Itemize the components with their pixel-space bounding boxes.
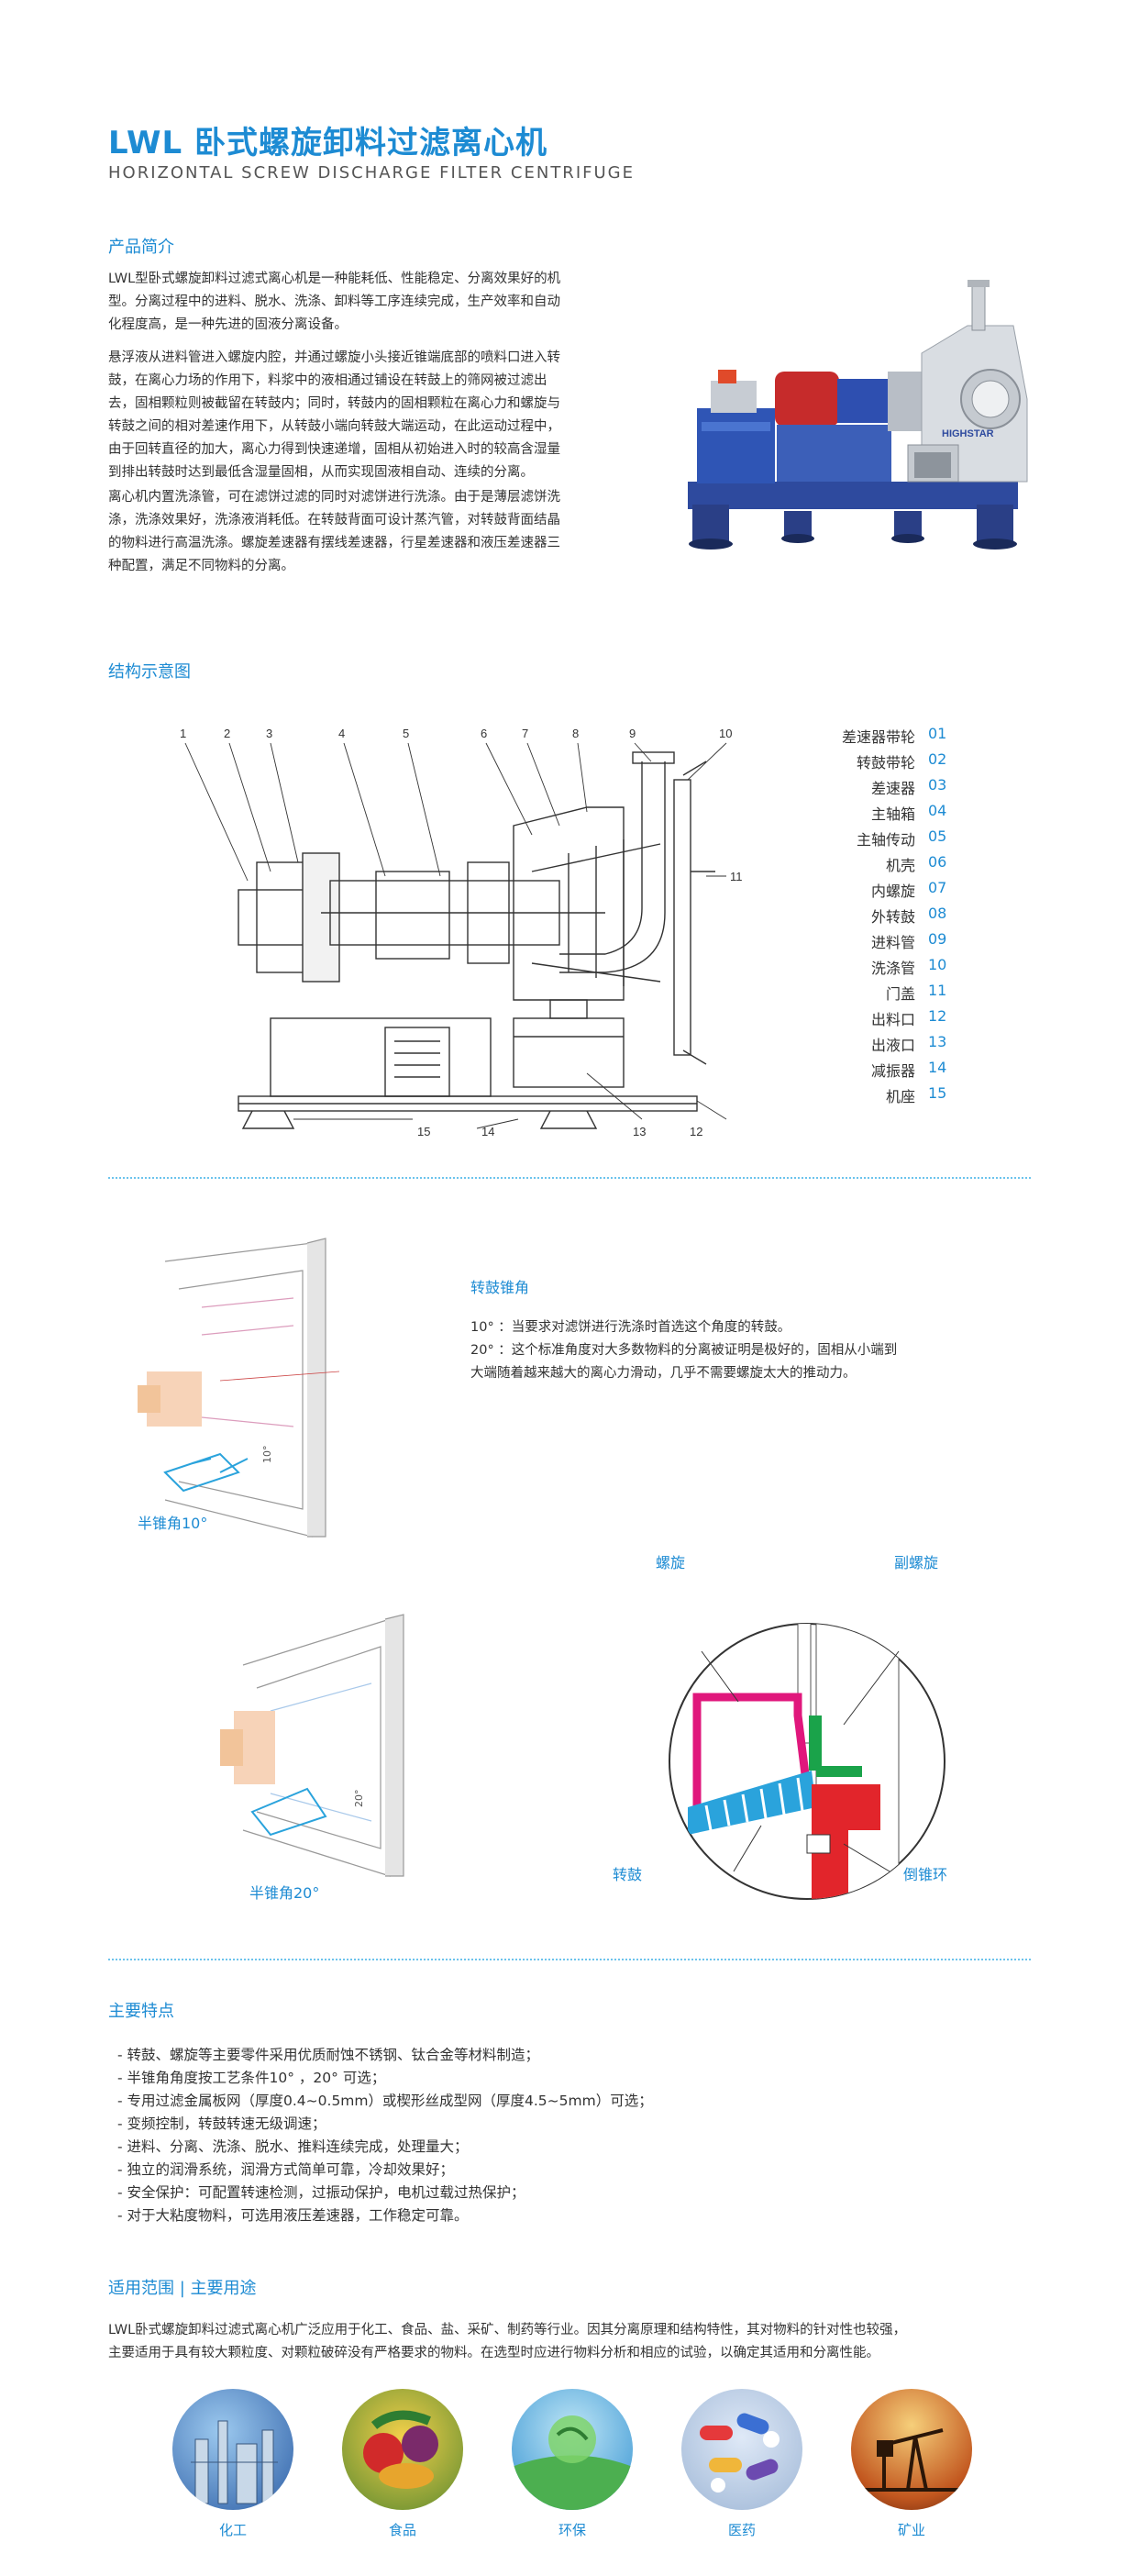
cone-10-angle: 10° xyxy=(261,1446,273,1464)
intro-p1-line: LWL型卧式螺旋卸料过滤式离心机是一种能耗低、性能稳定、分离效果好的机 xyxy=(108,272,561,286)
label-drum: 转鼓 xyxy=(613,1866,643,1883)
cone-10-diagram: 10° xyxy=(138,1238,340,1538)
intro-paragraph-2: 悬浮液从进料管进入螺旋内腔，并通过螺旋小头接近锥端底部的喷料口进入转 鼓，在离心… xyxy=(108,347,640,484)
intro-p2-line: 转鼓之间的相对差速作用下，从转鼓小端向转鼓大端运动，在此运动过程中， xyxy=(108,419,560,434)
callout-5: 5 xyxy=(403,727,409,740)
page-subtitle: HORIZONTAL SCREW DISCHARGE FILTER CENTRI… xyxy=(108,163,635,183)
callout-7: 7 xyxy=(522,727,528,740)
features-heading: 主要特点 xyxy=(108,2002,174,2021)
divider xyxy=(108,1959,1031,1960)
eco-globe-icon xyxy=(512,2389,633,2510)
vegetables-icon xyxy=(342,2389,463,2510)
intro-p2-line: 悬浮液从进料管进入螺旋内腔，并通过螺旋小头接近锥端底部的喷料口进入转 xyxy=(108,350,560,365)
cone-line-3: 大端随着越来越大的离心力滑动，几乎不需要螺旋太大的推动力。 xyxy=(470,1366,857,1381)
feature-item: - 进料、分离、洗涤、脱水、推料连续完成，处理量大； xyxy=(117,2138,469,2155)
centrifuge-product-image: HIGHSTAR xyxy=(688,280,1028,550)
cone-10-label: 半锥角10° xyxy=(138,1515,208,1532)
intro-p3-line: 离心机内置洗涤管，可在滤饼过滤的同时对滤饼进行洗涤。由于是薄层滤饼洗 xyxy=(108,490,560,505)
chemical-plant-icon xyxy=(172,2389,293,2510)
feature-item: - 变频控制，转鼓转速无级调速； xyxy=(117,2115,326,2132)
divider xyxy=(108,1177,1031,1179)
cone-line-1: 10° ：当要求对滤饼进行洗涤时首选这个角度的转鼓。 xyxy=(470,1320,791,1335)
application-heading: 适用范围 | 主要用途 xyxy=(108,2279,257,2298)
page-title: LWL 卧式螺旋卸料过滤离心机 xyxy=(108,125,548,161)
intro-p2-line: 由于回转直径的加大，离心力得到快速递增，固相从初始进入时的较高含湿量 xyxy=(108,442,560,457)
intro-p2-line: 到排出转鼓时达到最低含湿量固相，从而实现固液相自动、连续的分离。 xyxy=(108,465,534,480)
intro-p2-line: 去，固相颗粒则被截留在转鼓内；同时，转鼓内的固相颗粒在离心力和螺旋与 xyxy=(108,396,560,411)
callout-8: 8 xyxy=(572,727,579,740)
screw-detail-diagram xyxy=(669,1623,945,1900)
callout-1: 1 xyxy=(180,727,186,740)
cone-line-2: 20° ：这个标准角度对大多数物料的分离被证明是极好的，固相从小端到 xyxy=(470,1343,898,1358)
feature-item: - 安全保护：可配置转速检测，过振动保护，电机过载过热保护； xyxy=(117,2184,525,2201)
callout-15: 15 xyxy=(417,1125,430,1138)
intro-p3-line: 种配置，满足不同物料的分离。 xyxy=(108,559,294,573)
intro-p1-line: 化程度高，是一种先进的固液分离设备。 xyxy=(108,317,348,332)
oil-pump-icon xyxy=(851,2389,972,2510)
cone-heading: 转鼓锥角 xyxy=(470,1279,530,1296)
pills-icon xyxy=(681,2389,802,2510)
feature-item: - 独立的润滑系统，润滑方式简单可靠，冷却效果好； xyxy=(117,2161,455,2178)
callout-4: 4 xyxy=(338,727,345,740)
intro-p2-line: 鼓，在离心力场的作用下，料浆中的液相通过铺设在转鼓上的筛网被过滤出 xyxy=(108,373,547,388)
brand-logo: HIGHSTAR xyxy=(942,428,994,439)
callout-9: 9 xyxy=(629,727,636,740)
structure-diagram: 1 2 3 4 5 6 7 8 9 10 11 12 13 14 15 xyxy=(180,727,743,1138)
feature-item: - 专用过滤金属板网（厚度0.4~0.5mm）或楔形丝成型网（厚度4.5~5mm… xyxy=(117,2093,653,2109)
application-description: LWL卧式螺旋卸料过滤式离心机广泛应用于化工、食品、盐、采矿、制药等行业。因其分… xyxy=(108,2319,1034,2365)
icon-label-mining: 矿业 xyxy=(897,2522,925,2538)
callout-6: 6 xyxy=(481,727,487,740)
feature-item: - 转鼓、螺旋等主要零件采用优质耐蚀不锈钢、钛合金等材料制造； xyxy=(117,2047,540,2063)
label-aux-screw: 副螺旋 xyxy=(894,1554,939,1571)
intro-p1-line: 型。分离过程中的进料、脱水、洗涤、卸料等工序连续完成，生产效率和自动 xyxy=(108,294,560,309)
callout-11: 11 xyxy=(730,870,743,883)
application-line-2: 主要适用于具有较大颗粒度、对颗粒破碎没有严格要求的物料。在选型时应进行物料分析和… xyxy=(108,2346,879,2360)
cone-description: 10° ：当要求对滤饼进行洗涤时首选这个角度的转鼓。 20° ：这个标准角度对大… xyxy=(470,1316,1021,1385)
cone-20-angle: 20° xyxy=(353,1790,365,1808)
icon-label-medicine: 医药 xyxy=(727,2522,756,2538)
icon-label-food: 食品 xyxy=(388,2522,416,2538)
callout-3: 3 xyxy=(266,727,272,740)
cone-20-label: 半锥角20° xyxy=(249,1884,320,1902)
callout-14: 14 xyxy=(481,1125,494,1138)
feature-item: - 对于大粘度物料，可选用液压差速器，工作稳定可靠。 xyxy=(117,2207,469,2224)
cone-20-diagram: 20° xyxy=(220,1614,404,1877)
intro-heading: 产品简介 xyxy=(108,238,174,257)
icon-label-chemical: 化工 xyxy=(218,2522,247,2538)
intro-paragraph-3: 离心机内置洗涤管，可在滤饼过滤的同时对滤饼进行洗涤。由于是薄层滤饼洗 涤，洗涤效… xyxy=(108,486,640,578)
structure-heading: 结构示意图 xyxy=(108,662,191,682)
intro-p3-line: 涤，洗涤效果好，洗涤液消耗低。在转鼓背面可设计蒸汽管，对转鼓背面结晶 xyxy=(108,513,560,527)
callout-12: 12 xyxy=(690,1125,702,1138)
callout-10: 10 xyxy=(719,727,732,740)
application-line-1: LWL卧式螺旋卸料过滤式离心机广泛应用于化工、食品、盐、采矿、制药等行业。因其分… xyxy=(108,2323,907,2337)
icon-label-environment: 环保 xyxy=(558,2522,586,2538)
label-cone-ring: 倒锥环 xyxy=(903,1866,948,1883)
label-screw: 螺旋 xyxy=(656,1554,686,1571)
callout-2: 2 xyxy=(224,727,230,740)
callout-13: 13 xyxy=(633,1125,646,1138)
intro-paragraph-1: LWL型卧式螺旋卸料过滤式离心机是一种能耗低、性能稳定、分离效果好的机 型。分离… xyxy=(108,268,640,337)
feature-item: - 半锥角角度按工艺条件10° ，20° 可选； xyxy=(117,2070,386,2086)
intro-p3-line: 的物料进行高温洗涤。螺旋差速器有摆线差速器，行星差速器和液压差速器三 xyxy=(108,536,560,550)
